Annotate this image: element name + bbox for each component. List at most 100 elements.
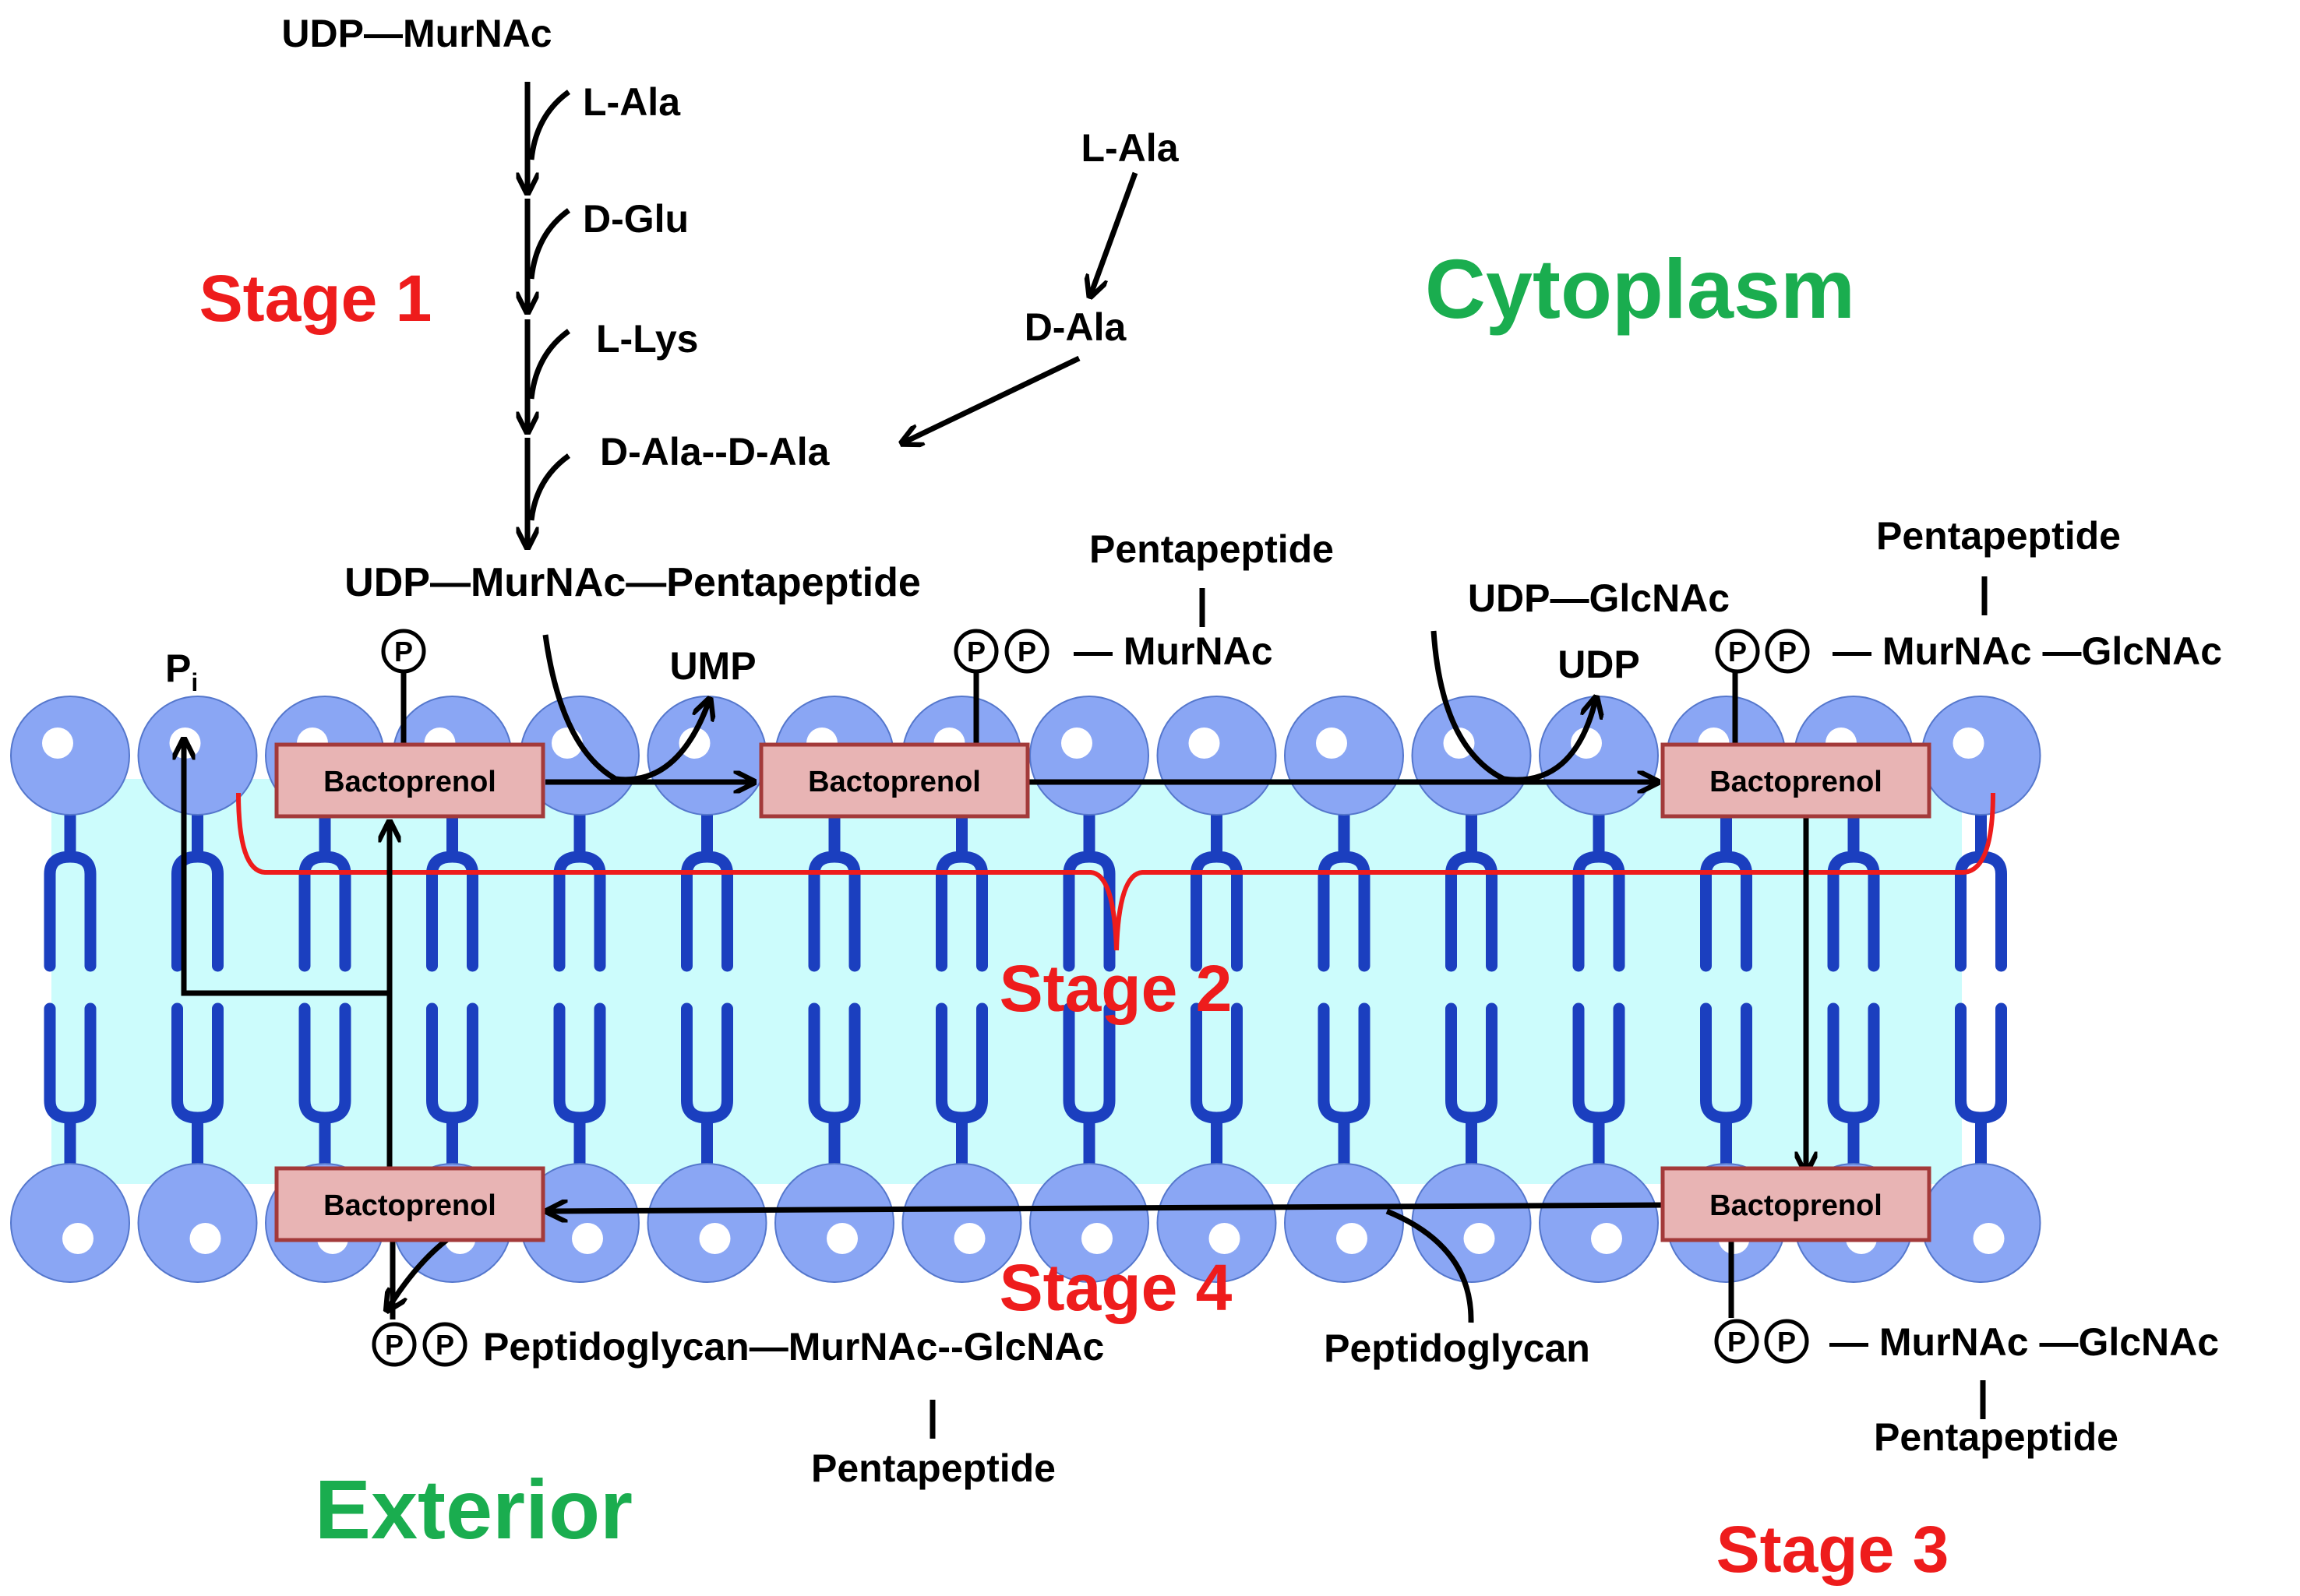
udp-label: UDP	[1557, 643, 1640, 686]
lipid-tail	[1955, 1002, 2007, 1179]
ump-label: UMP	[669, 644, 756, 688]
lipid-head	[1411, 1163, 1532, 1283]
lipid-head-highlight	[679, 728, 711, 759]
stage-3-label: Stage 3	[1716, 1513, 1949, 1586]
bactoprenol-label: Bactoprenol	[808, 766, 981, 798]
lipid-tail	[1955, 796, 2007, 972]
lipid-head	[137, 696, 258, 816]
phosphate-icon	[372, 1322, 417, 1367]
lipid-head	[137, 1163, 258, 1283]
lipid-head-highlight	[1336, 1223, 1367, 1254]
bactoprenol-label: Bactoprenol	[323, 766, 496, 798]
phosphate-symbol: P	[1018, 636, 1036, 668]
d-ala-to-dipeptide-arrow	[904, 355, 1081, 442]
lipid-head-highlight	[189, 1223, 221, 1254]
l-ala-input-curve	[528, 90, 571, 160]
l-lys-input-curve	[528, 329, 571, 400]
stage-1-label: Stage 1	[199, 262, 432, 335]
peptidoglycan-input-curve	[1385, 1208, 1474, 1323]
d-ala-d-ala-label: D-Ala--D-Ala	[600, 430, 831, 474]
pi-release-arrow	[184, 742, 390, 996]
lipid-head	[1284, 696, 1404, 816]
phosphate-symbol: P	[1778, 636, 1797, 668]
stage-4-label: Stage 4	[1000, 1251, 1233, 1324]
ump-release-arrow	[542, 634, 709, 783]
phosphate-icon	[1764, 1319, 1809, 1364]
lipid-head	[1921, 1163, 2041, 1283]
pentapeptide-lipid2-label: Pentapeptide	[1876, 514, 2121, 558]
bactoprenol-bottom-2: Bactoprenol	[1660, 1166, 1931, 1242]
phosphate-icon	[422, 1322, 467, 1367]
transglycosylation-arrow	[549, 1205, 1668, 1211]
lipid-head-highlight	[1953, 728, 1984, 759]
murnac-glcnac-exterior-label: — MurNAc —GlcNAc	[1829, 1320, 2219, 1364]
bactoprenol-label: Bactoprenol	[1709, 766, 1882, 798]
membrane-core	[51, 779, 1962, 1184]
lipid-head	[647, 696, 767, 816]
peptidoglycan-label: Peptidoglycan	[1324, 1326, 1590, 1370]
phosphate-symbol: P	[394, 636, 413, 668]
lipid-head	[1156, 696, 1277, 816]
murnac-glcnac-lipid2-label: — MurNAc —GlcNAc	[1833, 629, 2222, 673]
phosphate-icon	[1714, 1319, 1759, 1364]
phosphate-symbol: P	[385, 1329, 404, 1361]
phosphate-symbol: P	[436, 1329, 454, 1361]
d-glu-label: D-Glu	[583, 197, 689, 241]
lipid-head	[1539, 696, 1659, 816]
udp-release-arrow	[1430, 630, 1596, 783]
phosphate-symbol: P	[1727, 1326, 1746, 1358]
lipid-head	[774, 1163, 894, 1283]
lipid-head-highlight	[1973, 1223, 2005, 1254]
bactoprenol-bottom-1: Bactoprenol	[274, 1166, 545, 1242]
lipid-head-highlight	[954, 1223, 986, 1254]
udp-murnac-label: UDP—MurNAc	[281, 12, 552, 55]
lipid-head	[1284, 1163, 1404, 1283]
lipid-head	[1921, 696, 2041, 816]
phosphate-icon	[1765, 629, 1810, 674]
phosphate-symbol: P	[1728, 636, 1747, 668]
lipid-head	[647, 1163, 767, 1283]
lipid-head-highlight	[1571, 728, 1602, 759]
cytoplasm-label: Cytoplasm	[1425, 241, 1855, 336]
bactoprenol-top-1: Bactoprenol	[274, 742, 545, 819]
pi-label: Pi	[165, 647, 198, 696]
lipid-head-highlight	[1208, 1223, 1240, 1254]
lipid-head	[1029, 696, 1149, 816]
bactoprenol-top-2: Bactoprenol	[759, 742, 1030, 819]
l-ala-label: L-Ala	[583, 80, 681, 124]
stage-2-label: Stage 2	[1000, 952, 1233, 1025]
lipid-head-highlight	[572, 1223, 603, 1254]
racemase-arrow	[1091, 171, 1138, 294]
l-lys-label: L-Lys	[596, 317, 699, 361]
peptidoglycan-chain-label: Peptidoglycan—MurNAc--GlcNAc	[483, 1325, 1104, 1369]
lipid-head-highlight	[1081, 1223, 1113, 1254]
pentapeptide-lipid1-label: Pentapeptide	[1089, 527, 1334, 571]
stage1-pathway	[527, 82, 571, 545]
pentapeptide-exterior-label: Pentapeptide	[1874, 1415, 2118, 1459]
pentapeptide-chain-label: Pentapeptide	[811, 1446, 1056, 1490]
lipid-head	[10, 696, 130, 816]
d-ala-label: D-Ala	[1025, 305, 1127, 349]
murnac-lipid1-label: — MurNAc	[1074, 629, 1273, 673]
udp-glcnac-label: UDP—GlcNAc	[1468, 576, 1730, 620]
lipid-head-highlight	[1316, 728, 1347, 759]
bactoprenol-label: Bactoprenol	[1709, 1189, 1882, 1222]
bactoprenol-top-3: Bactoprenol	[1660, 742, 1931, 819]
lipid-head	[1539, 1163, 1659, 1283]
bactoprenol-label: Bactoprenol	[323, 1189, 496, 1222]
phosphate-symbol: P	[1777, 1326, 1796, 1358]
lipid-head-highlight	[1463, 1223, 1495, 1254]
d-ala-d-ala-input-curve	[528, 453, 571, 521]
phosphate-symbol: P	[967, 636, 986, 668]
lipid-head-highlight	[1591, 1223, 1622, 1254]
lipid-head-highlight	[1061, 728, 1092, 759]
exterior-label: Exterior	[315, 1462, 633, 1556]
lipid-head	[1029, 1163, 1149, 1283]
d-glu-input-curve	[528, 208, 571, 280]
phosphate-icon	[1004, 629, 1049, 674]
stage-2-brace	[236, 792, 1995, 951]
lipid-head	[10, 1163, 130, 1283]
lipid-head-highlight	[699, 1223, 731, 1254]
lipid-head	[901, 1163, 1022, 1283]
